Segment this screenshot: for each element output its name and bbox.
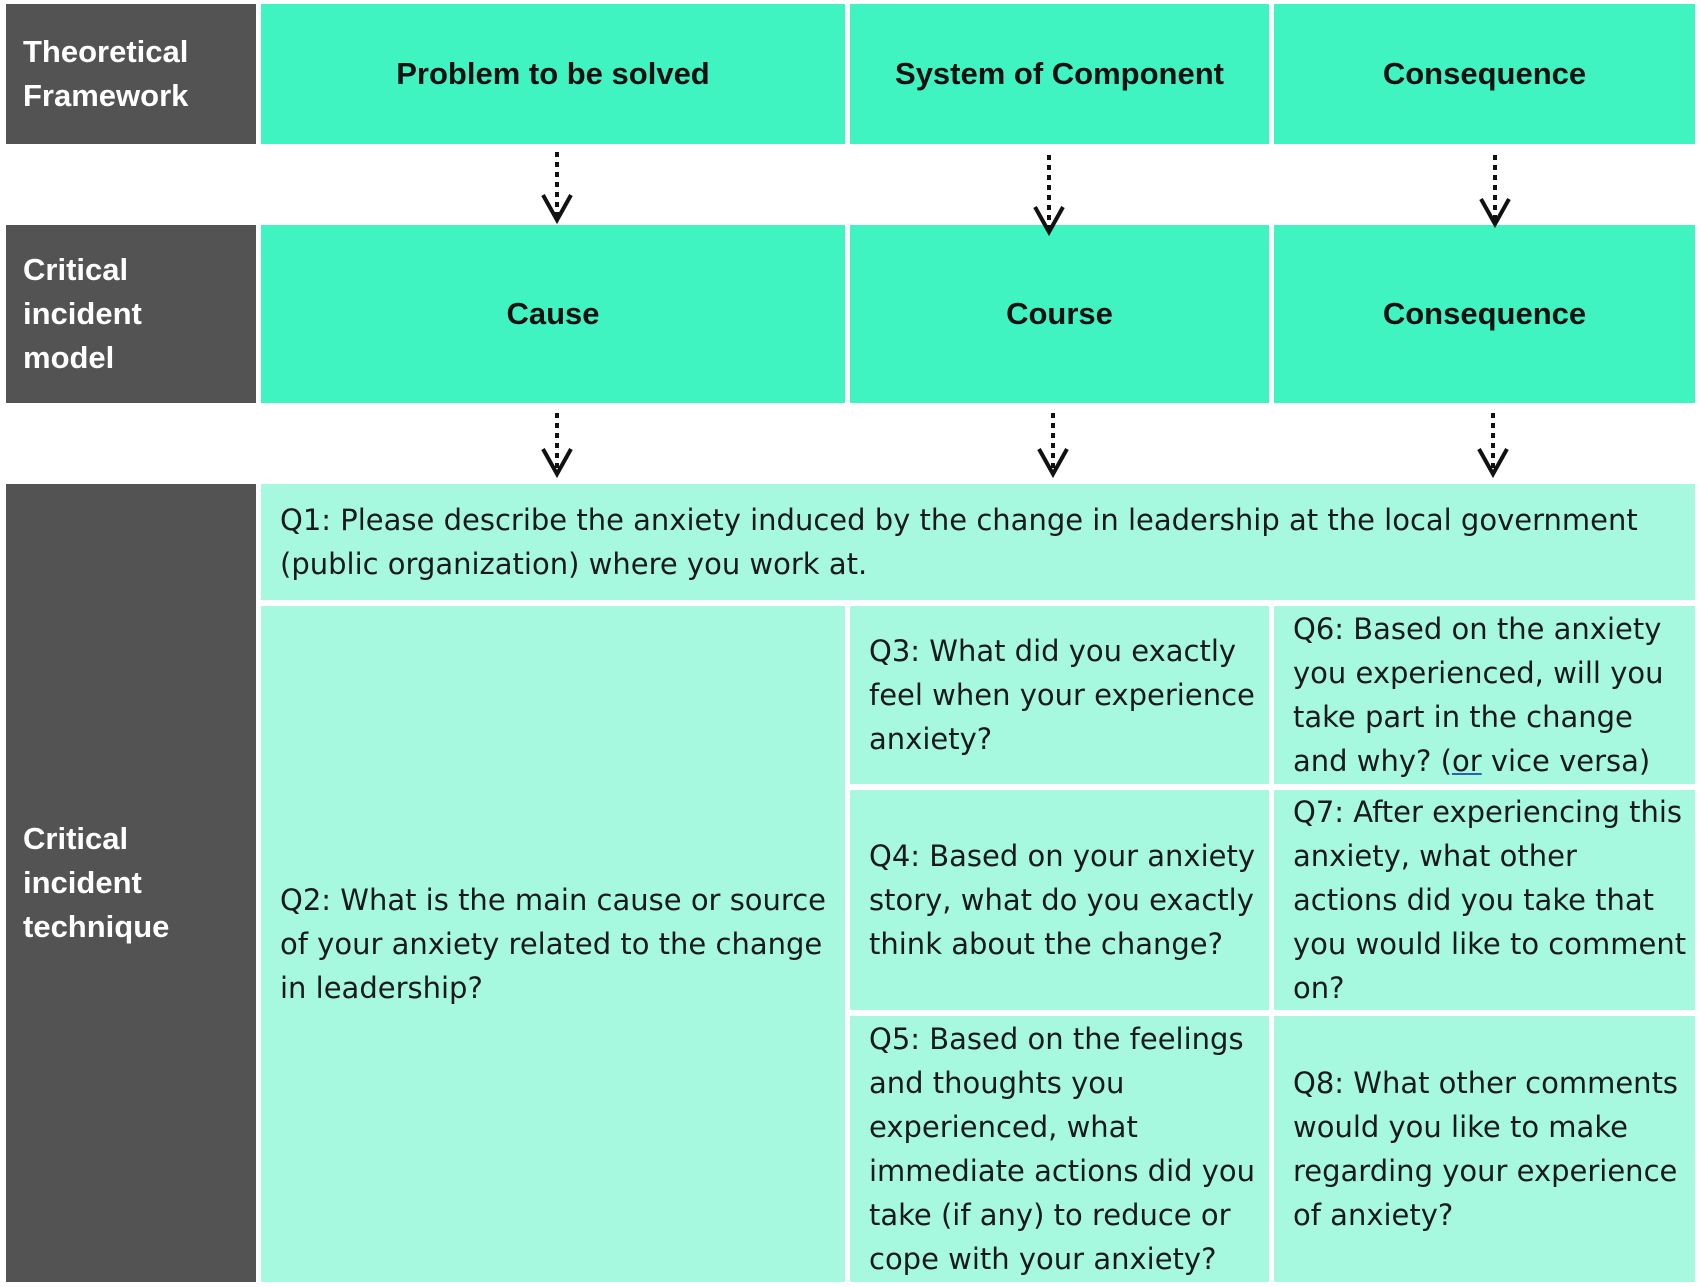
arrow-down-icon [541,413,573,479]
row-header-critical-incident-model: Critical incident model [6,225,256,403]
question-q1-text: Q1: Please describe the anxiety induced … [280,503,1638,581]
model-consequence: Consequence [1274,225,1695,403]
question-q3-text: Q3: What did you exactly feel when your … [869,634,1255,756]
row-header-theoretical-framework: Theoretical Framework [6,4,256,144]
question-q7: Q7: After experiencing this anxiety, wha… [1274,790,1695,1010]
question-q6-after: vice versa) [1481,744,1651,778]
question-q6-text: Q6: Based on the anxiety you experienced… [1293,607,1687,783]
arrow-down-icon [541,152,573,225]
question-q6-before: Q6: Based on the anxiety you experienced… [1293,612,1664,778]
arrow-down-icon [1477,413,1509,479]
question-q2: Q2: What is the main cause or source of … [261,606,845,1282]
question-q1: Q1: Please describe the anxiety induced … [261,484,1695,600]
framework-consequence-label: Consequence [1382,56,1587,91]
question-q8-text: Q8: What other comments would you like t… [1293,1066,1679,1232]
model-course: Course [850,225,1269,403]
model-cause: Cause [261,225,845,403]
question-q4: Q4: Based on your anxiety story, what do… [850,790,1269,1010]
question-q3: Q3: What did you exactly feel when your … [850,606,1269,784]
arrow-down-icon [1033,155,1065,237]
question-q6: Q6: Based on the anxiety you experienced… [1274,606,1695,784]
framework-consequence: Consequence [1274,4,1695,144]
question-q5: Q5: Based on the feelings and thoughts y… [850,1016,1269,1282]
question-q2-text: Q2: What is the main cause or source of … [280,883,827,1005]
arrow-down-icon [1037,413,1069,479]
model-cause-label: Cause [506,296,600,331]
question-q6-or: or [1451,744,1482,778]
framework-system-of-component: System of Component [850,4,1269,144]
question-q8: Q8: What other comments would you like t… [1274,1016,1695,1282]
question-q4-text: Q4: Based on your anxiety story, what do… [869,839,1256,961]
arrow-down-icon [1479,155,1511,229]
row-header-critical-incident-technique: Critical incident technique [6,484,256,1282]
question-q5-text: Q5: Based on the feelings and thoughts y… [869,1022,1256,1276]
question-q7-text: Q7: After experiencing this anxiety, wha… [1293,795,1687,1005]
model-consequence-label: Consequence [1382,296,1587,331]
framework-problem-label: Problem to be solved [396,56,710,91]
framework-system-label: System of Component [895,56,1224,91]
model-course-label: Course [1006,296,1113,331]
framework-problem-to-be-solved: Problem to be solved [261,4,845,144]
